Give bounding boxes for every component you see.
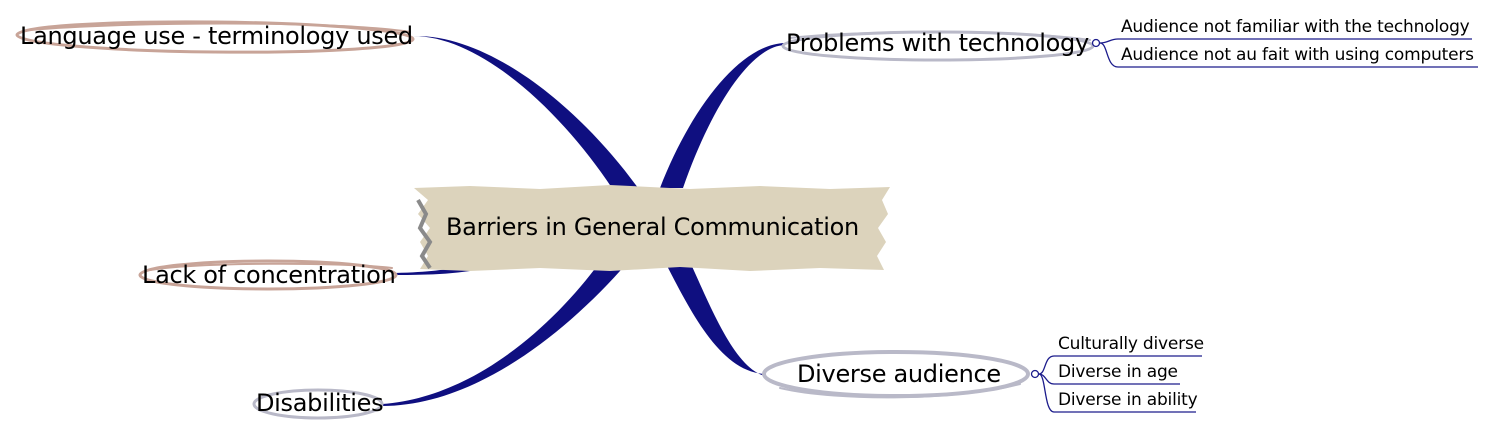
central-topic-torn-edge [416,199,433,270]
connector-lack-of-concentration [395,266,470,275]
tech-subtopic-line-2 [1099,42,1478,68]
audience-subtopic-line-3 [1038,373,1196,413]
subtopic-culturally-diverse[interactable]: Culturally diverse [1058,334,1204,354]
branch-connectors [382,35,785,406]
branch-disabilities[interactable]: Disabilities [256,389,384,417]
disabilities-ellipse [252,388,384,420]
central-topic-shape [414,185,890,271]
subtopic-diverse-in-ability[interactable]: Diverse in ability [1058,390,1198,410]
language-use-ellipse [15,20,415,54]
language-use-ellipse-stroke [29,22,411,33]
subtopic-not-au-fait-computers[interactable]: Audience not au fait with using computer… [1121,45,1474,65]
tech-subtopic-line-1 [1099,38,1472,44]
connector-language-use [413,35,638,188]
branch-problems-with-technology[interactable]: Problems with technology [786,29,1089,57]
subtopic-diverse-in-age[interactable]: Diverse in age [1058,362,1178,382]
connector-diverse-audience [665,262,765,376]
lack-of-concentration-ellipse-stroke [149,262,393,271]
audience-subtopic-node [1030,369,1040,379]
lack-of-concentration-ellipse [138,259,398,291]
central-topic-label[interactable]: Barriers in General Communication [446,213,859,241]
branch-diverse-audience[interactable]: Diverse audience [797,360,1001,388]
connector-disabilities [382,262,628,406]
branch-lack-of-concentration[interactable]: Lack of concentration [142,261,396,289]
audience-subtopic-line-1 [1038,355,1202,375]
tech-subtopic-node [1091,38,1101,48]
subtopic-not-familiar-technology[interactable]: Audience not familiar with the technolog… [1121,17,1470,37]
audience-subtopic-connectors [1030,355,1202,413]
branch-language-use[interactable]: Language use - terminology used [20,22,413,50]
diverse-audience-ellipse-stroke [779,383,1021,399]
tech-subtopic-connectors [1091,38,1478,68]
topic-ellipses [15,20,1095,420]
diverse-audience-ellipse [762,350,1030,398]
problems-technology-ellipse-stroke [789,31,1091,41]
central-topic-fill [414,185,890,271]
connector-problems-technology [660,43,785,188]
